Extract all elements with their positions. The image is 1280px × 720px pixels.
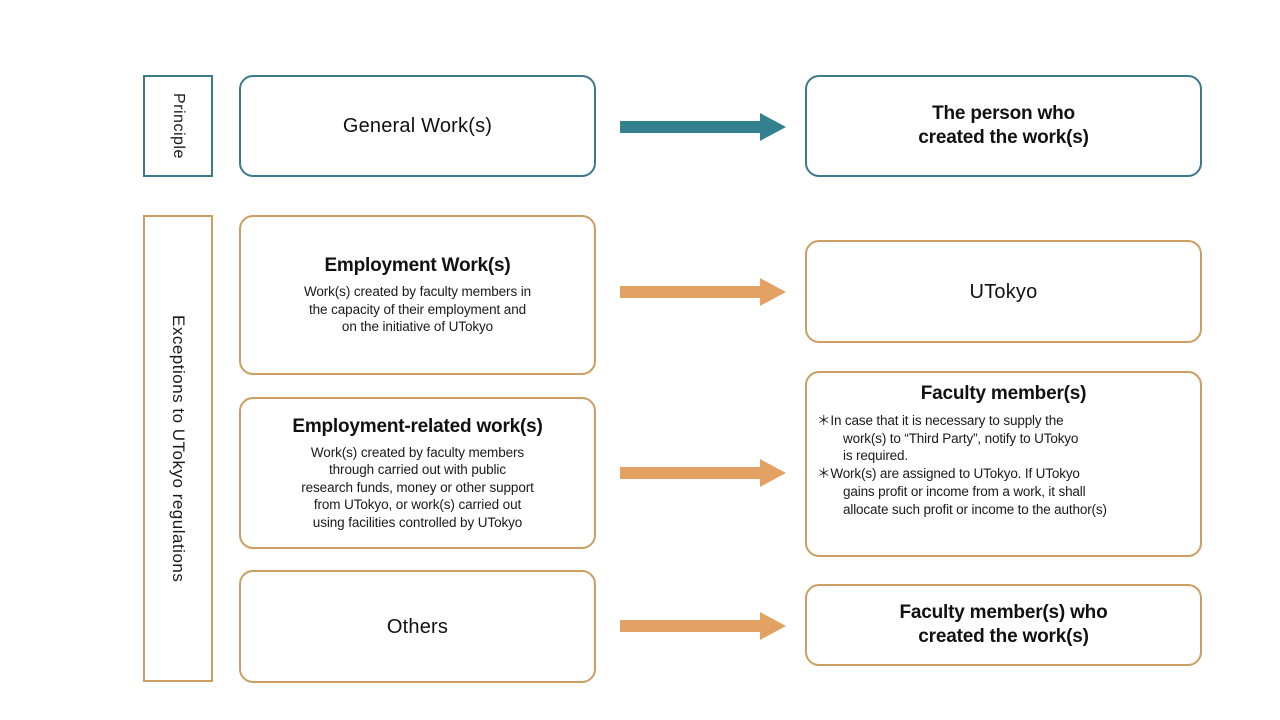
node-person-who-created-line1: The person who [932, 103, 1075, 125]
note-line: gains profit or income from a work, it s… [843, 484, 1086, 499]
node-faculty-members[interactable]: Faculty member(s) ＊In case that it is ne… [805, 371, 1202, 557]
body-line: Work(s) created by faculty members in [303, 284, 532, 300]
note-line: is required. [843, 448, 908, 464]
arrow-others-to-faculty-creator [620, 612, 786, 640]
node-faculty-members-title: Faculty member(s) [920, 383, 1087, 404]
node-faculty-member-creator-line2: created the work(s) [918, 626, 1089, 647]
note-line: allocate such profit or income to the au… [843, 501, 1107, 517]
node-employment-related-works[interactable]: Employment-related work(s) Work(s) creat… [239, 397, 596, 549]
rail-principle-label: Principle [170, 93, 187, 159]
node-employment-works-body: Work(s) created by faculty members in th… [304, 283, 531, 336]
node-employment-works[interactable]: Employment Work(s) Work(s) created by fa… [239, 215, 596, 375]
body-line: through carried out with public [328, 462, 506, 478]
node-faculty-members-notes: ＊In case that it is necessary to supply … [817, 412, 1190, 519]
note-line: ＊In case that it is necessary to supply … [817, 412, 1064, 428]
body-line: research funds, money or other support [301, 479, 534, 495]
node-others-title: Others [386, 615, 449, 638]
note-line: work(s) to “Third Party”, notify to UTok… [843, 430, 1079, 446]
node-utokyo-title: UTokyo [969, 280, 1038, 303]
rail-principle: Principle [143, 75, 213, 177]
body-line: the capacity of their employment and [308, 301, 527, 317]
arrow-general-work-to-person [620, 113, 786, 141]
node-faculty-member-creator-line1: Faculty member(s) who [899, 602, 1108, 624]
node-employment-works-title: Employment Work(s) [324, 255, 511, 277]
rail-exceptions-label: Exceptions to UTokyo regulations [169, 314, 188, 583]
node-person-who-created-line2: created the work(s) [918, 127, 1089, 148]
note-line: ＊Work(s) are assigned to UTokyo. If UTok… [817, 466, 1080, 482]
node-employment-related-works-body: Work(s) created by faculty members throu… [301, 444, 534, 532]
arrow-employment-work-to-utokyo [620, 278, 786, 306]
body-line: on the initiative of UTokyo [341, 319, 494, 335]
node-utokyo[interactable]: UTokyo [805, 240, 1202, 343]
node-general-works[interactable]: General Work(s) [239, 75, 596, 177]
rail-exceptions: Exceptions to UTokyo regulations [143, 215, 213, 682]
body-line: using facilities controlled by UTokyo [312, 514, 523, 530]
node-person-who-created[interactable]: The person who created the work(s) [805, 75, 1202, 177]
node-others[interactable]: Others [239, 570, 596, 683]
node-faculty-member-creator[interactable]: Faculty member(s) who created the work(s… [805, 584, 1202, 666]
body-line: from UTokyo, or work(s) carried out [313, 497, 522, 513]
body-line: Work(s) created by faculty members [310, 444, 525, 460]
node-employment-related-works-title: Employment-related work(s) [292, 415, 543, 437]
node-general-works-title: General Work(s) [342, 115, 493, 137]
arrow-employment-related-to-faculty [620, 459, 786, 487]
